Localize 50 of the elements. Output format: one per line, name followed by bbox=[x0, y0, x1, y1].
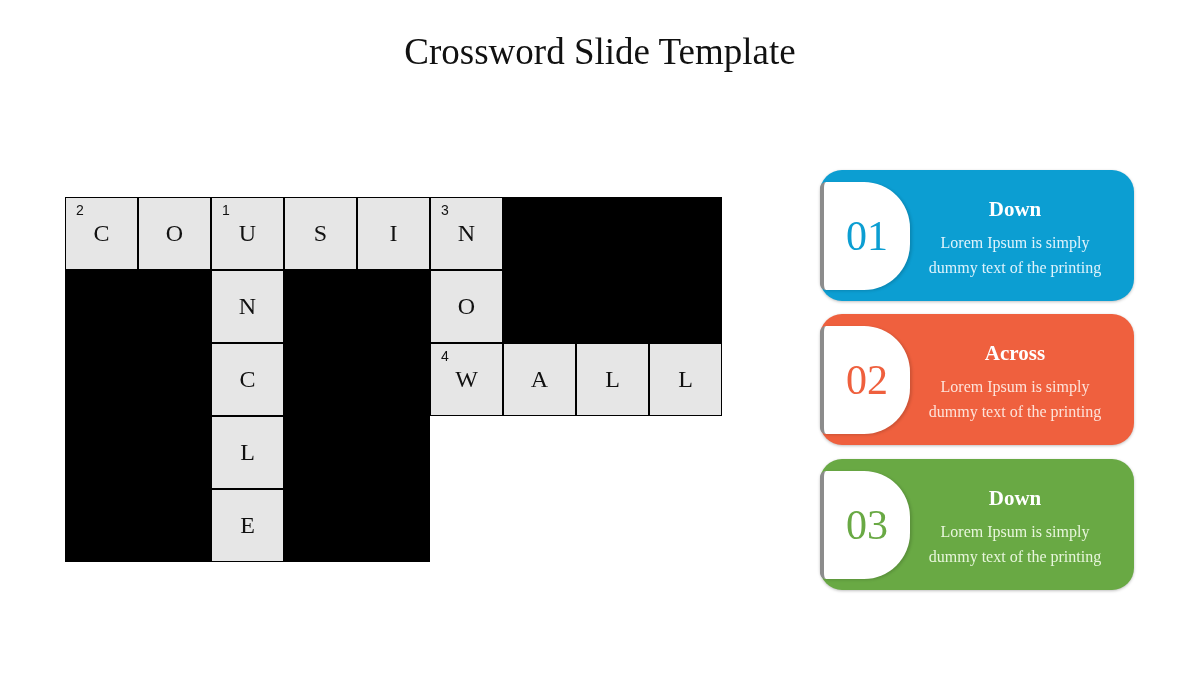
crossword-square bbox=[211, 197, 284, 270]
cell-letter: L bbox=[605, 366, 620, 392]
step-number: 01 bbox=[846, 214, 888, 258]
clue-number: 4 bbox=[441, 348, 449, 364]
slide-title: Crossword Slide Template bbox=[404, 30, 796, 73]
crossword-square bbox=[430, 343, 503, 416]
cell-letter: C bbox=[239, 366, 256, 392]
crossword-square bbox=[211, 343, 284, 416]
cell-letter: L bbox=[240, 439, 255, 465]
crossword-square bbox=[576, 343, 649, 416]
card-heading: Down bbox=[988, 196, 1042, 222]
crossword-square bbox=[211, 416, 284, 489]
crossword-square bbox=[357, 197, 430, 270]
card-heading: Down bbox=[988, 485, 1042, 511]
clue-number: 2 bbox=[76, 202, 84, 218]
step-number: 02 bbox=[846, 358, 888, 402]
cell-letter: O bbox=[165, 220, 184, 246]
cell-letter: L bbox=[678, 366, 693, 392]
cell-letter: I bbox=[389, 220, 398, 246]
cell-letter: N bbox=[457, 220, 476, 246]
clue-card bbox=[820, 170, 1134, 301]
clue-card bbox=[820, 459, 1134, 590]
card-text: Lorem Ipsum is simply dummy text of the printing bbox=[927, 377, 1103, 423]
card-text: Lorem Ipsum is simply dummy text of the printing bbox=[927, 522, 1103, 568]
crossword-square bbox=[65, 197, 138, 270]
cell-letter: S bbox=[313, 220, 328, 246]
crossword-square bbox=[138, 197, 211, 270]
cell-letter: A bbox=[530, 366, 549, 392]
card-heading: Across bbox=[984, 340, 1046, 366]
clue-card bbox=[820, 314, 1134, 445]
number-tab bbox=[820, 326, 910, 434]
number-tab bbox=[820, 471, 910, 579]
cell-letter: O bbox=[457, 293, 476, 319]
card-text: Lorem Ipsum is simply dummy text of the printing bbox=[927, 233, 1103, 279]
cell-letter: E bbox=[240, 512, 255, 538]
crossword-square bbox=[211, 489, 284, 562]
clue-number: 1 bbox=[222, 202, 230, 218]
cell-letter: N bbox=[238, 293, 257, 319]
clue-number: 3 bbox=[441, 202, 449, 218]
crossword-square bbox=[430, 270, 503, 343]
cell-letter: U bbox=[238, 220, 257, 246]
cell-letter: C bbox=[93, 220, 110, 246]
crossword-square bbox=[284, 197, 357, 270]
crossword-square bbox=[649, 343, 722, 416]
number-tab bbox=[820, 182, 910, 290]
crossword-square bbox=[503, 343, 576, 416]
step-number: 03 bbox=[846, 503, 888, 547]
cell-letter: W bbox=[455, 366, 478, 392]
crossword-square bbox=[211, 270, 284, 343]
crossword-square bbox=[430, 197, 503, 270]
